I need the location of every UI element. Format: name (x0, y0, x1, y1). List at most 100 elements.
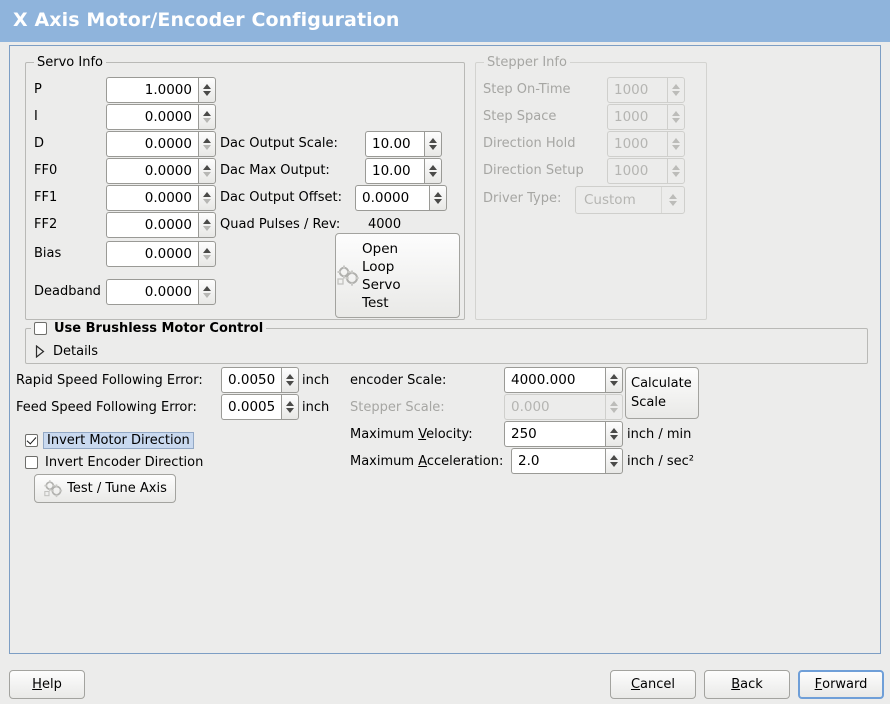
dac-output-offset-value[interactable]: 0.0000 (355, 185, 429, 211)
driver-type-label: Driver Type: (483, 191, 562, 206)
encoder-scale-spinner[interactable] (605, 367, 623, 393)
direction-setup-spinner[interactable] (667, 158, 685, 184)
maximum-acceleration-spinner[interactable] (605, 448, 623, 474)
rapid-speed-following-error-spinner[interactable] (281, 367, 299, 393)
servo-spinner-deadband[interactable] (198, 279, 216, 305)
dac-output-scale-spinner[interactable] (424, 131, 442, 157)
maximum-acceleration-input[interactable]: 2.0 (511, 448, 623, 474)
dac-max-output-input[interactable]: 10.00 (365, 158, 442, 184)
dac-output-offset-input[interactable]: 0.0000 (355, 185, 447, 211)
step-on-time-value[interactable]: 1000 (607, 77, 667, 103)
invert-motor-direction-checkbox[interactable]: Invert Motor Direction (25, 432, 194, 449)
step-space-spinner[interactable] (667, 104, 685, 130)
servo-spinner-d[interactable] (198, 131, 216, 157)
dac-output-scale-value[interactable]: 10.00 (365, 131, 424, 157)
test-tune-axis-button[interactable]: Test / Tune Axis (34, 474, 176, 503)
maximum-velocity-input[interactable]: 250 (504, 421, 623, 447)
invert-encoder-checkbox-box[interactable] (25, 456, 38, 469)
encoder-scale-value[interactable]: 4000.000 (504, 367, 605, 393)
forward-mnemonic: F (814, 677, 823, 692)
step-on-time-input[interactable]: 1000 (607, 77, 685, 103)
use-brushless-motor-control-checkbox[interactable]: Use Brushless Motor Control (31, 321, 267, 336)
servo-spinner-p[interactable] (198, 77, 216, 103)
servo-input-ff1[interactable]: 0.0000 (106, 185, 216, 211)
servo-input-ff2[interactable]: 0.0000 (106, 212, 216, 238)
stepper-scale-value[interactable]: 0.000 (504, 394, 605, 420)
maximum-acceleration-label-post: cceleration: (426, 454, 504, 469)
servo-spinner-ff0[interactable] (198, 158, 216, 184)
invert-motor-checkbox-box[interactable] (25, 434, 38, 447)
encoder-scale-input[interactable]: 4000.000 (504, 367, 623, 393)
servo-value-ff1[interactable]: 0.0000 (106, 185, 198, 211)
servo-value-p[interactable]: 1.0000 (106, 77, 198, 103)
servo-value-i[interactable]: 0.0000 (106, 104, 198, 130)
dac-max-output-spinner[interactable] (424, 158, 442, 184)
stepper-scale-spinner[interactable] (605, 394, 623, 420)
servo-label-deadband: Deadband (34, 284, 101, 299)
calculate-scale-button[interactable]: Calculate Scale (625, 367, 699, 419)
servo-value-ff2[interactable]: 0.0000 (106, 212, 198, 238)
driver-type-select[interactable]: Custom (575, 186, 685, 214)
driver-type-chevron-icon (661, 187, 684, 213)
feed-speed-following-error-label: Feed Speed Following Error: (16, 400, 197, 415)
stepper-scale-label: Stepper Scale: (350, 400, 445, 415)
servo-label-bias: Bias (34, 246, 62, 261)
rapid-speed-following-error-input[interactable]: 0.0050 (221, 367, 299, 393)
servo-label-ff0: FF0 (34, 163, 58, 178)
servo-input-deadband[interactable]: 0.0000 (106, 279, 216, 305)
brushless-checkbox-box[interactable] (34, 322, 47, 335)
dac-output-scale-input[interactable]: 10.00 (365, 131, 442, 157)
open-loop-line-1: Open (362, 240, 399, 257)
direction-setup-value[interactable]: 1000 (607, 158, 667, 184)
maximum-acceleration-value[interactable]: 2.0 (511, 448, 605, 474)
stepper-scale-input[interactable]: 0.000 (504, 394, 623, 420)
step-space-input[interactable]: 1000 (607, 104, 685, 130)
servo-value-d[interactable]: 0.0000 (106, 131, 198, 157)
dac-output-offset-spinner[interactable] (429, 185, 447, 211)
servo-label-ff1: FF1 (34, 190, 58, 205)
servo-spinner-bias[interactable] (198, 241, 216, 267)
servo-input-d[interactable]: 0.0000 (106, 131, 216, 157)
brushless-group (25, 328, 868, 364)
direction-setup-input[interactable]: 1000 (607, 158, 685, 184)
gears-icon (336, 264, 362, 288)
maximum-velocity-spinner[interactable] (605, 421, 623, 447)
direction-setup-label: Direction Setup (483, 163, 584, 178)
servo-spinner-ff2[interactable] (198, 212, 216, 238)
servo-spinner-i[interactable] (198, 104, 216, 130)
step-space-label: Step Space (483, 109, 557, 124)
servo-input-p[interactable]: 1.0000 (106, 77, 216, 103)
maximum-acceleration-unit: inch / sec² (627, 454, 695, 469)
rapid-speed-following-error-value[interactable]: 0.0050 (221, 367, 281, 393)
invert-encoder-direction-checkbox[interactable]: Invert Encoder Direction (25, 455, 203, 470)
maximum-acceleration-label-pre: Maximum (350, 454, 419, 469)
step-space-value[interactable]: 1000 (607, 104, 667, 130)
servo-input-bias[interactable]: 0.0000 (106, 241, 216, 267)
direction-hold-value[interactable]: 1000 (607, 131, 667, 157)
feed-speed-following-error-value[interactable]: 0.0005 (221, 394, 281, 420)
step-on-time-spinner[interactable] (667, 77, 685, 103)
maximum-velocity-value[interactable]: 250 (504, 421, 605, 447)
feed-speed-following-error-input[interactable]: 0.0005 (221, 394, 299, 420)
servo-input-ff0[interactable]: 0.0000 (106, 158, 216, 184)
open-loop-line-4: Test (362, 294, 389, 311)
direction-hold-spinner[interactable] (667, 131, 685, 157)
feed-speed-following-error-spinner[interactable] (281, 394, 299, 420)
servo-input-i[interactable]: 0.0000 (106, 104, 216, 130)
open-loop-servo-test-button[interactable]: Open Loop Servo Test (335, 233, 460, 318)
servo-value-bias[interactable]: 0.0000 (106, 241, 198, 267)
dac-max-output-value[interactable]: 10.00 (365, 158, 424, 184)
details-expander[interactable]: Details (35, 344, 98, 359)
servo-value-deadband[interactable]: 0.0000 (106, 279, 198, 305)
servo-spinner-ff1[interactable] (198, 185, 216, 211)
servo-value-ff0[interactable]: 0.0000 (106, 158, 198, 184)
rapid-speed-following-error-unit: inch (302, 373, 330, 388)
dac-max-output-label: Dac Max Output: (220, 163, 330, 178)
direction-hold-input[interactable]: 1000 (607, 131, 685, 157)
